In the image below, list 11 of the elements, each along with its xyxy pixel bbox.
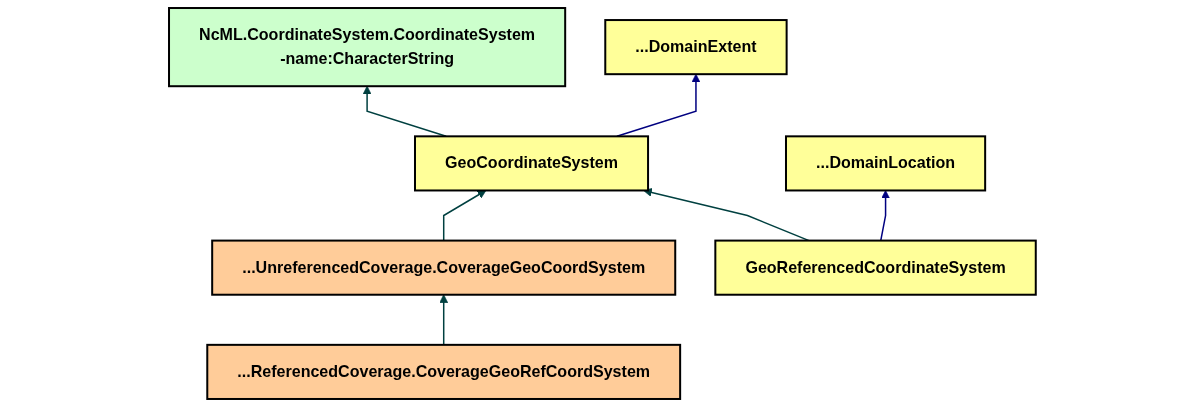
arrow <box>442 190 486 242</box>
node-box: NcML.CoordinateSystem.CoordinateSystem -name:CharacterString <box>167 7 566 88</box>
node-box: GeoReferencedCoordinateSystem <box>713 239 1037 296</box>
arrow <box>879 190 890 242</box>
arrow <box>438 294 448 346</box>
node-box: GeoCoordinateSystem <box>413 135 649 192</box>
node-box: ...ReferencedCoverage.CoverageGeoRefCoordSystem <box>205 343 681 400</box>
node-box: ...DomainExtent <box>603 19 788 76</box>
node-box: ...UnreferencedCoverage.CoverageGeoCoordSystem <box>210 239 676 296</box>
node-box: ...DomainLocation <box>784 135 986 192</box>
arrow <box>642 188 810 242</box>
